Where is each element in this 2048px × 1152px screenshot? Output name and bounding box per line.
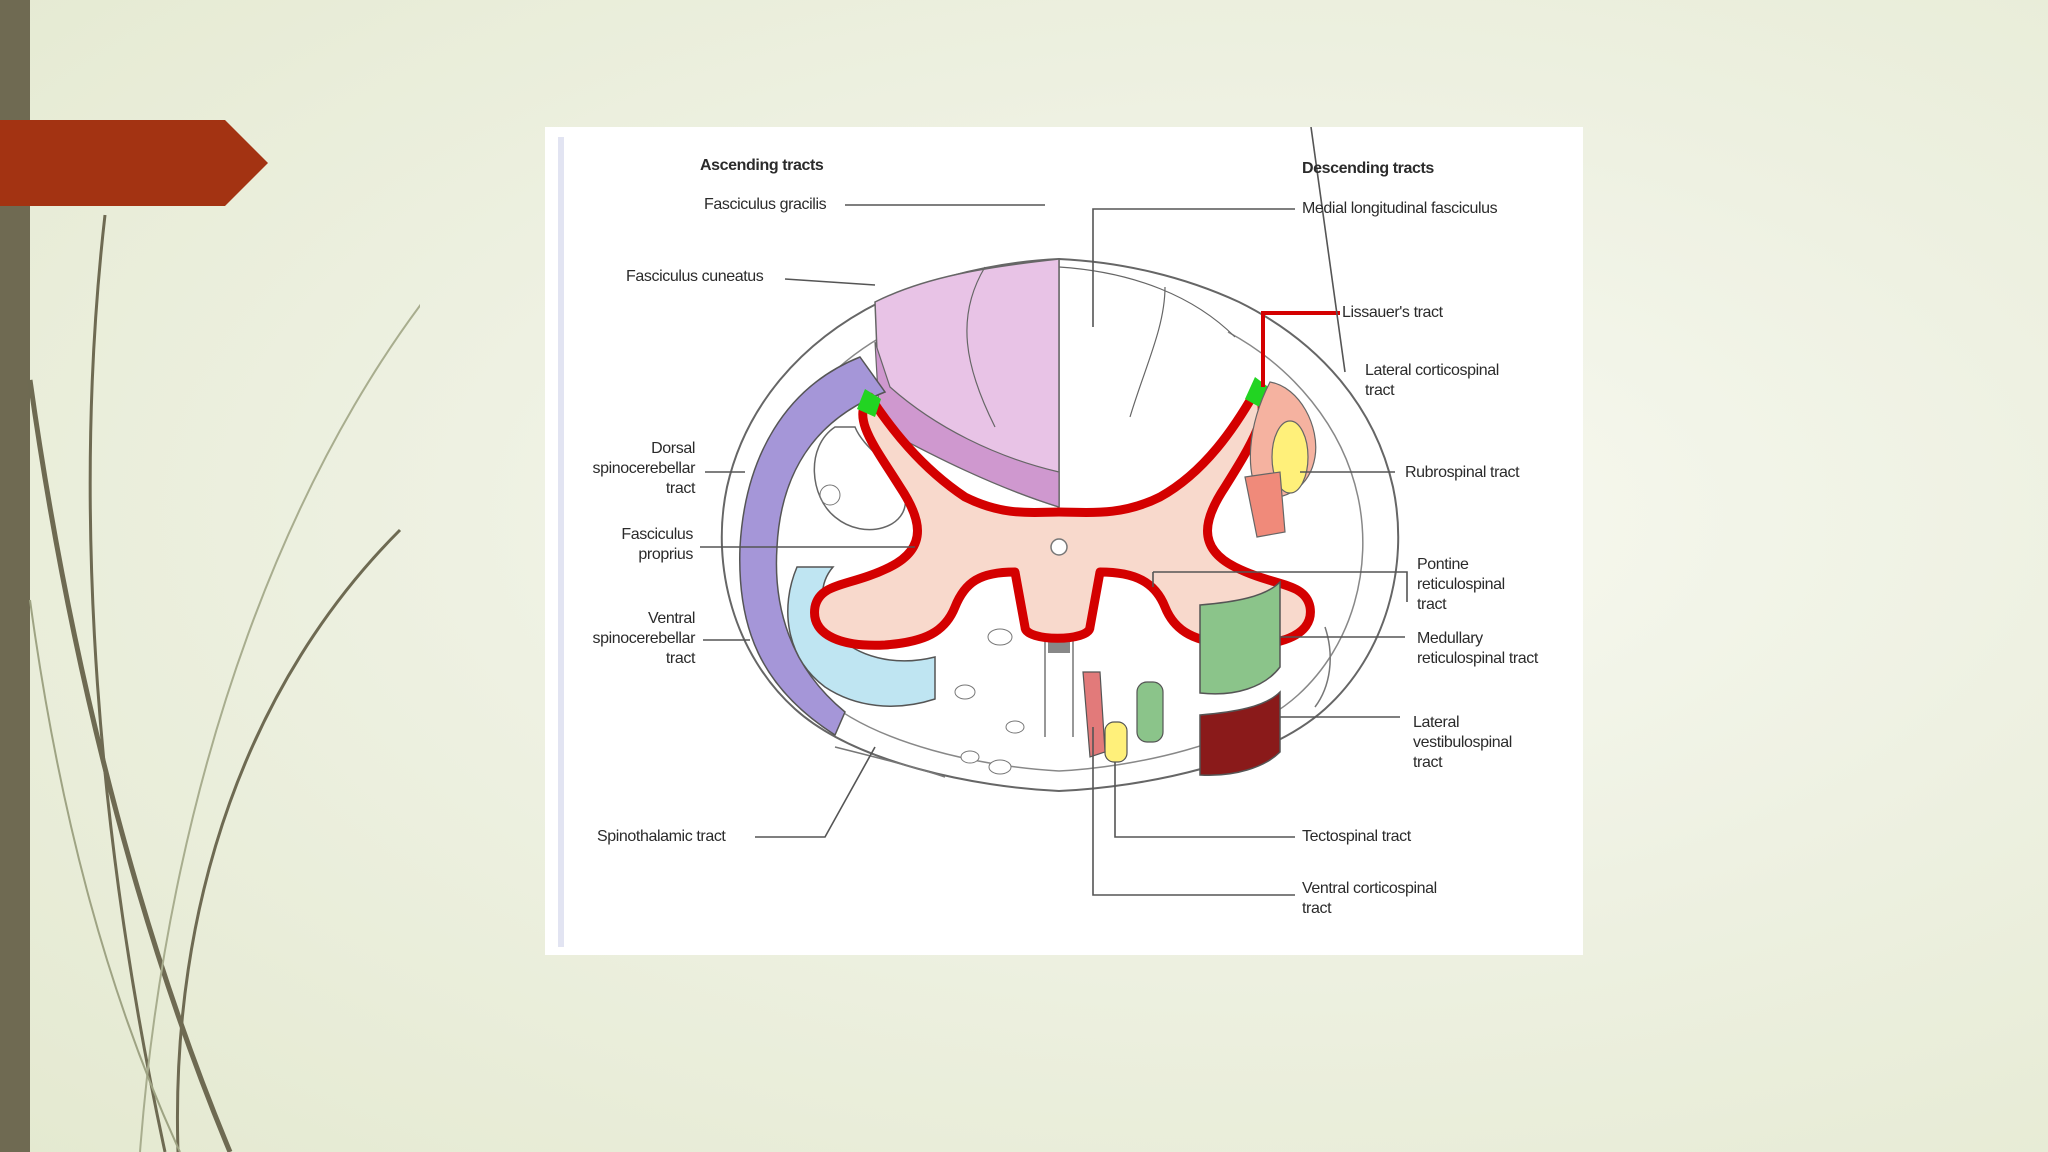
label-lateral-corticospinal-1: Lateral corticospinal	[1365, 362, 1499, 379]
central-canal	[1050, 538, 1068, 556]
label-pontine-reticulospinal-3: tract	[1417, 596, 1447, 613]
curve-3	[175, 528, 402, 1152]
spinal-cord-diagram: Ascending tracts Descending tracts Fasci…	[545, 127, 1583, 955]
label-rubrospinal: Rubrospinal tract	[1405, 464, 1520, 481]
label-ventral-corticospinal-2: tract	[1302, 900, 1332, 917]
curve-1	[27, 379, 233, 1152]
medullary-reticulospinal-region	[1199, 580, 1281, 695]
label-dorsal-spinocerebellar-3: tract	[666, 480, 696, 497]
label-fasciculus-cuneatus: Fasciculus cuneatus	[626, 268, 764, 285]
header-descending: Descending tracts	[1302, 160, 1434, 177]
title-arrow-shape	[0, 120, 268, 206]
curve-5	[29, 599, 181, 1152]
curve-4	[139, 304, 420, 1152]
label-ventral-spinocerebellar-2: spinocerebellar	[592, 630, 696, 647]
curve-2	[88, 214, 167, 1152]
fasciculus-cuneatus-region	[874, 341, 1060, 508]
label-tectospinal: Tectospinal tract	[1302, 828, 1412, 845]
label-fasciculus-proprius-2: proprius	[638, 546, 693, 563]
label-ventral-spinocerebellar-3: tract	[666, 650, 696, 667]
pontine-reticulospinal-region	[1136, 681, 1164, 743]
label-lateral-vestibulospinal-1: Lateral	[1413, 714, 1459, 731]
label-lateral-vestibulospinal-3: tract	[1413, 754, 1443, 771]
label-fasciculus-gracilis: Fasciculus gracilis	[704, 196, 827, 213]
label-pontine-reticulospinal-1: Pontine	[1417, 556, 1469, 573]
label-lissauer: Lissauer's tract	[1342, 304, 1444, 321]
label-medullary-reticulospinal-2: reticulospinal tract	[1417, 650, 1539, 667]
label-dorsal-spinocerebellar-1: Dorsal	[651, 440, 695, 457]
label-lateral-vestibulospinal-2: vestibulospinal	[1413, 734, 1512, 751]
label-fasciculus-proprius-1: Fasciculus	[621, 526, 693, 543]
label-ventral-corticospinal-1: Ventral corticospinal	[1302, 880, 1437, 897]
lissauer-marker-left	[857, 389, 881, 417]
rubrospinal-region	[1244, 471, 1286, 538]
label-lateral-corticospinal-2: tract	[1365, 382, 1395, 399]
lateral-vestibulospinal-region	[1199, 690, 1281, 776]
label-dorsal-spinocerebellar-2: spinocerebellar	[592, 460, 696, 477]
decorative-curves	[27, 214, 420, 1152]
label-medullary-reticulospinal-1: Medullary	[1417, 630, 1483, 647]
tectospinal-region	[1104, 721, 1128, 763]
label-spinothalamic: Spinothalamic tract	[597, 828, 726, 845]
header-ascending: Ascending tracts	[700, 157, 824, 174]
label-ventral-spinocerebellar-1: Ventral	[648, 610, 695, 627]
dorsal-spinocerebellar-region	[738, 356, 887, 737]
ventral-corticospinal-region	[1082, 671, 1106, 758]
label-medial-longitudinal: Medial longitudinal fasciculus	[1302, 200, 1498, 217]
label-pontine-reticulospinal-2: reticulospinal	[1417, 576, 1505, 593]
